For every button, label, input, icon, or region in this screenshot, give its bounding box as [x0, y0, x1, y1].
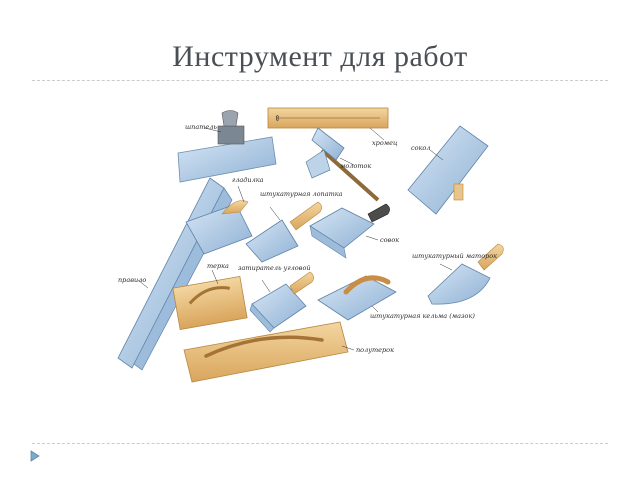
bottom-divider: [32, 443, 608, 444]
label-sovok: совок: [380, 236, 399, 244]
straightedge-tool: [117, 177, 233, 371]
hawk-board-tool: [407, 125, 489, 215]
bullet-triangle-icon: [30, 450, 40, 462]
hammer-tool: [305, 127, 380, 202]
long-float-tool: [183, 321, 355, 383]
smoother-tool: [185, 185, 253, 255]
top-divider: [32, 80, 608, 81]
pointed-trowel-tool: [427, 243, 504, 305]
label-shpatel: шпатель: [185, 123, 217, 131]
putty-knife-tool: [177, 110, 277, 183]
label-sokol: сокол: [411, 144, 431, 152]
label-gladilka: гладилка: [232, 176, 264, 184]
label-lopatka: штукатурная лопатка: [260, 190, 343, 198]
svg-text:⇕: ⇕: [274, 114, 281, 123]
label-pravilo: правило: [118, 276, 146, 284]
label-hromets: хромец: [372, 139, 398, 147]
plaster-trowel-tool: [317, 275, 397, 321]
level-tool: ⇕: [267, 107, 389, 141]
label-matorok: штукатурный маторок: [412, 252, 497, 260]
label-kelma: штукатурная кельма (мазок): [370, 312, 475, 320]
scoop-tool: [309, 203, 390, 259]
slide-title: Инструмент для работ: [172, 40, 468, 73]
label-zatirka: затиратель угловой: [238, 264, 311, 272]
float-tool: [172, 269, 248, 331]
label-molotok: молоток: [340, 162, 371, 170]
label-polutyorok: полутерок: [356, 346, 394, 354]
plaster-spatula-tool: [245, 201, 322, 263]
corner-trowel-tool: [249, 271, 314, 333]
label-terka: терка: [207, 262, 229, 270]
